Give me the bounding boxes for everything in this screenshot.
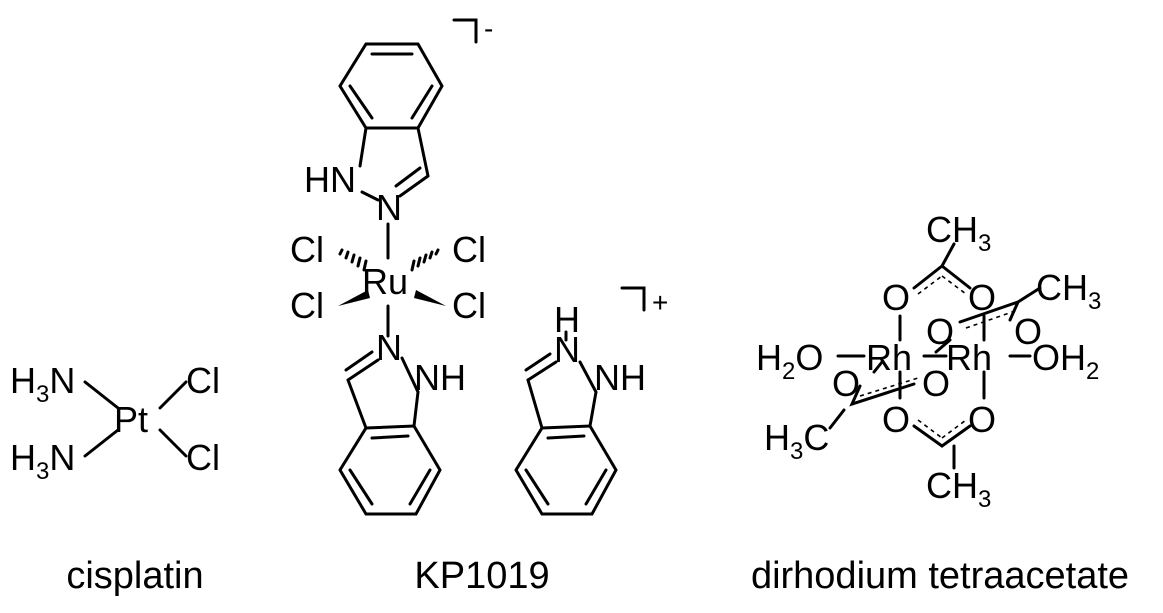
atom-label: CH [926, 465, 978, 506]
o-atom: O [882, 277, 910, 318]
caption-dirhodium: dirhodium tetraacetate [751, 555, 1129, 597]
ru-atom: Ru [362, 261, 408, 302]
atom-label: O [795, 337, 823, 378]
o-atom: O [882, 399, 910, 440]
o-atom: O [922, 363, 950, 404]
atom-label: H [10, 360, 36, 401]
nh-label: NH [414, 357, 466, 398]
rh-atom: Rh [946, 337, 992, 378]
cl-atom: Cl [290, 285, 324, 326]
atom-label: CH [926, 209, 978, 250]
cl-atom: Cl [452, 229, 486, 270]
svg-text:CH3: CH3 [1036, 267, 1101, 315]
subscript: 3 [1088, 288, 1101, 315]
solid-wedge-right [414, 290, 446, 306]
subscript: 2 [782, 358, 795, 385]
svg-text:CH3: CH3 [926, 465, 991, 513]
subscript: 3 [790, 438, 803, 465]
cl-atom: Cl [186, 437, 220, 478]
atom-label: C [803, 417, 829, 458]
kp1019-anion: - HN N Cl Cl Ru Cl Cl N NH [290, 13, 493, 516]
atom-label: H [10, 437, 36, 478]
cl-atom: Cl [186, 360, 220, 401]
n-atom: N [376, 327, 402, 368]
o-atom: O [968, 277, 996, 318]
pt-atom: Pt [114, 399, 148, 440]
atom-label: CH [1036, 267, 1088, 308]
atom-label: N [49, 437, 75, 478]
hn-label: HN [304, 159, 356, 200]
atom-label: H [1060, 337, 1086, 378]
caption-cisplatin: cisplatin [66, 555, 203, 597]
atom-label: H [756, 337, 782, 378]
cl-atom: Cl [290, 229, 324, 270]
svg-text:CH3: CH3 [926, 209, 991, 257]
subscript: 2 [1086, 358, 1099, 385]
nh-label: NH [594, 357, 646, 398]
hashed-wedge-right [410, 248, 440, 272]
svg-text:OH2: OH2 [1032, 337, 1099, 385]
o-atom: O [926, 311, 954, 352]
charge-cation: + [652, 287, 668, 318]
o-atom: O [832, 363, 860, 404]
n-atom: N [554, 329, 580, 370]
cisplatin-structure: H3N H3N Pt Cl Cl [10, 360, 220, 485]
atom-label: O [1032, 337, 1060, 378]
hashed-wedge-left [338, 248, 368, 272]
subscript: 3 [36, 381, 49, 408]
rh-atom: Rh [866, 337, 912, 378]
caption-kp1019: KP1019 [414, 555, 549, 597]
solid-wedge-left [338, 290, 370, 306]
kp1019-cation: + H N NH [514, 286, 668, 516]
o-atom: O [968, 399, 996, 440]
cl-atom: Cl [452, 285, 486, 326]
atom-label: H [764, 417, 790, 458]
n-atom: N [376, 187, 402, 228]
subscript: 3 [36, 458, 49, 485]
dirhodium-structure: CH3 CH3 O O O O H2O Rh Rh OH2 O O O O H3… [756, 209, 1101, 513]
svg-text:H2O: H2O [756, 337, 823, 385]
subscript: 3 [978, 486, 991, 513]
svg-text:H3C: H3C [764, 417, 829, 465]
charge-anion: - [484, 13, 493, 44]
atom-label: N [49, 360, 75, 401]
h-atom: H [554, 299, 580, 340]
o-atom: O [1014, 311, 1042, 352]
svg-text:H3N: H3N [10, 437, 75, 485]
subscript: 3 [978, 230, 991, 257]
svg-text:H3N: H3N [10, 360, 75, 408]
